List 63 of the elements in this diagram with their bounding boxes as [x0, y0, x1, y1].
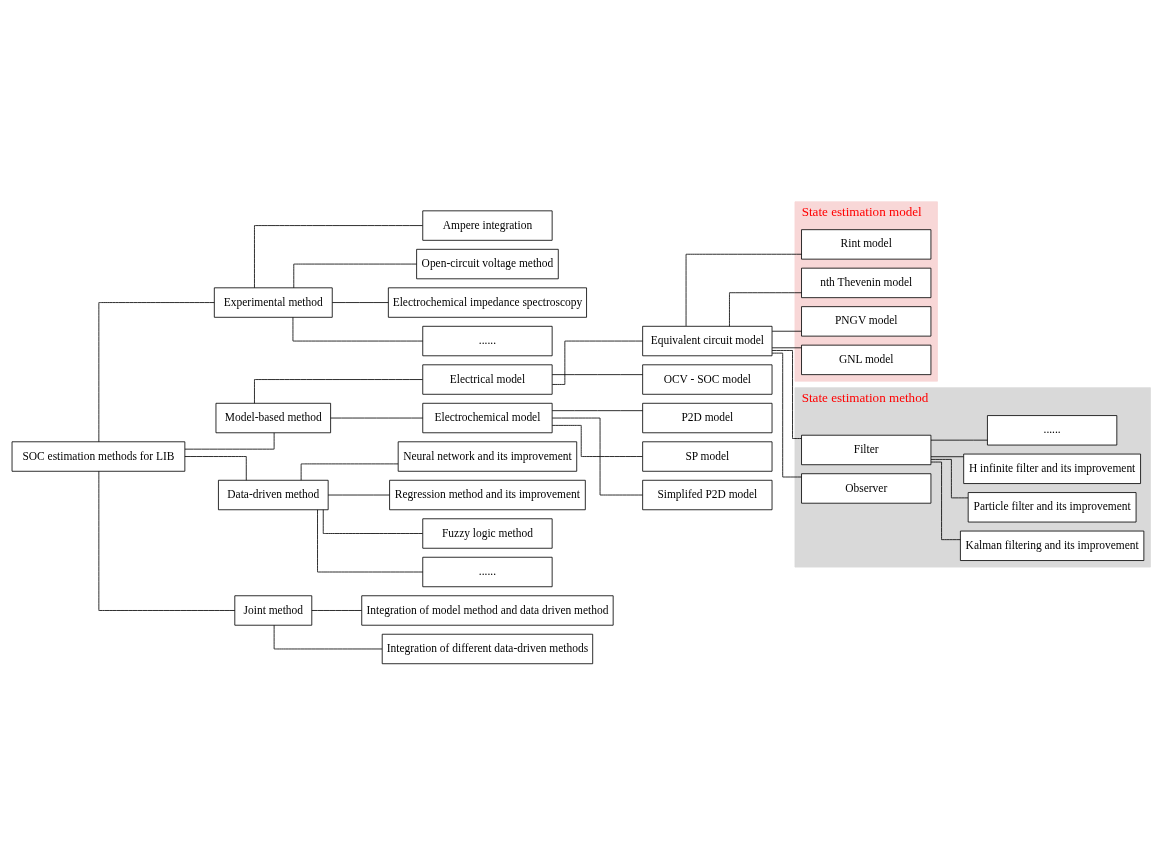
- connector: [273, 624, 383, 649]
- node-box: GNL model: [801, 344, 932, 375]
- connector: [551, 424, 643, 457]
- connector: [330, 417, 424, 418]
- connector: [98, 301, 215, 442]
- connector: [771, 330, 802, 332]
- node-box: Joint method: [234, 594, 313, 626]
- node-box: nth Thevenin model: [801, 267, 932, 298]
- connector: [184, 455, 247, 481]
- node-box: Data-driven method: [218, 479, 329, 510]
- node-box: Filter: [801, 434, 932, 465]
- node-box: Electrical model: [422, 363, 553, 395]
- node-box: Model-based method: [215, 402, 332, 433]
- connector: [327, 494, 390, 495]
- node-box: Integration of different data-driven methods: [381, 633, 594, 664]
- connector: [930, 455, 964, 457]
- connector: [292, 316, 424, 341]
- connector: [930, 439, 988, 441]
- node-box: Fuzzy logic method: [422, 517, 553, 549]
- connector: [729, 291, 802, 327]
- connector: [322, 508, 423, 534]
- node-box: Equivalent circuit model: [642, 325, 773, 356]
- node-box: P2D model: [642, 402, 773, 433]
- connector: [98, 470, 236, 611]
- node-box: Experimental method: [213, 286, 333, 318]
- node-box: Ampere integration: [422, 209, 553, 241]
- connector: [930, 458, 969, 498]
- connector: [293, 263, 417, 288]
- node-box: SOC estimation methods for LIB: [11, 440, 186, 472]
- node-box: Open-circuit voltage method: [416, 248, 559, 279]
- connector: [300, 463, 399, 481]
- node-box: Electrochemical model: [422, 402, 553, 433]
- node-box: H infinite filter and its improvement: [963, 453, 1141, 484]
- node-box: Observer: [801, 472, 932, 504]
- node-box: Neural network and its improvement: [397, 440, 578, 472]
- node-box: Rint model: [801, 228, 932, 260]
- connector: [685, 253, 802, 326]
- node-box: ......: [987, 414, 1118, 445]
- connector: [930, 461, 961, 540]
- node-box: Simplifed P2D model: [642, 479, 773, 510]
- node-box: ......: [422, 556, 553, 587]
- node-box: Kalman filtering and its improvement: [960, 530, 1145, 561]
- connector: [254, 378, 423, 404]
- connector: [331, 301, 389, 303]
- connector: [184, 431, 275, 450]
- connector: [552, 340, 643, 385]
- connector: [551, 373, 644, 375]
- node-box: OCV - SOC model: [642, 363, 773, 395]
- node-box: ......: [422, 325, 553, 356]
- node-box: Integration of model method and data driven method: [361, 594, 614, 626]
- connector: [551, 417, 643, 495]
- node-box: Particle filter and its improvement: [967, 491, 1137, 522]
- connector: [317, 508, 424, 572]
- node-box: PNGV model: [801, 305, 932, 337]
- node-box: SP model: [642, 440, 773, 472]
- connector: [551, 409, 644, 411]
- connector: [771, 352, 802, 477]
- connector: [771, 349, 802, 439]
- connector: [311, 609, 363, 611]
- connector: [254, 224, 423, 288]
- node-box: Regression method and its improvement: [389, 479, 586, 510]
- connector: [771, 346, 802, 348]
- node-box: Electrochemical impedance spectroscopy: [387, 286, 587, 318]
